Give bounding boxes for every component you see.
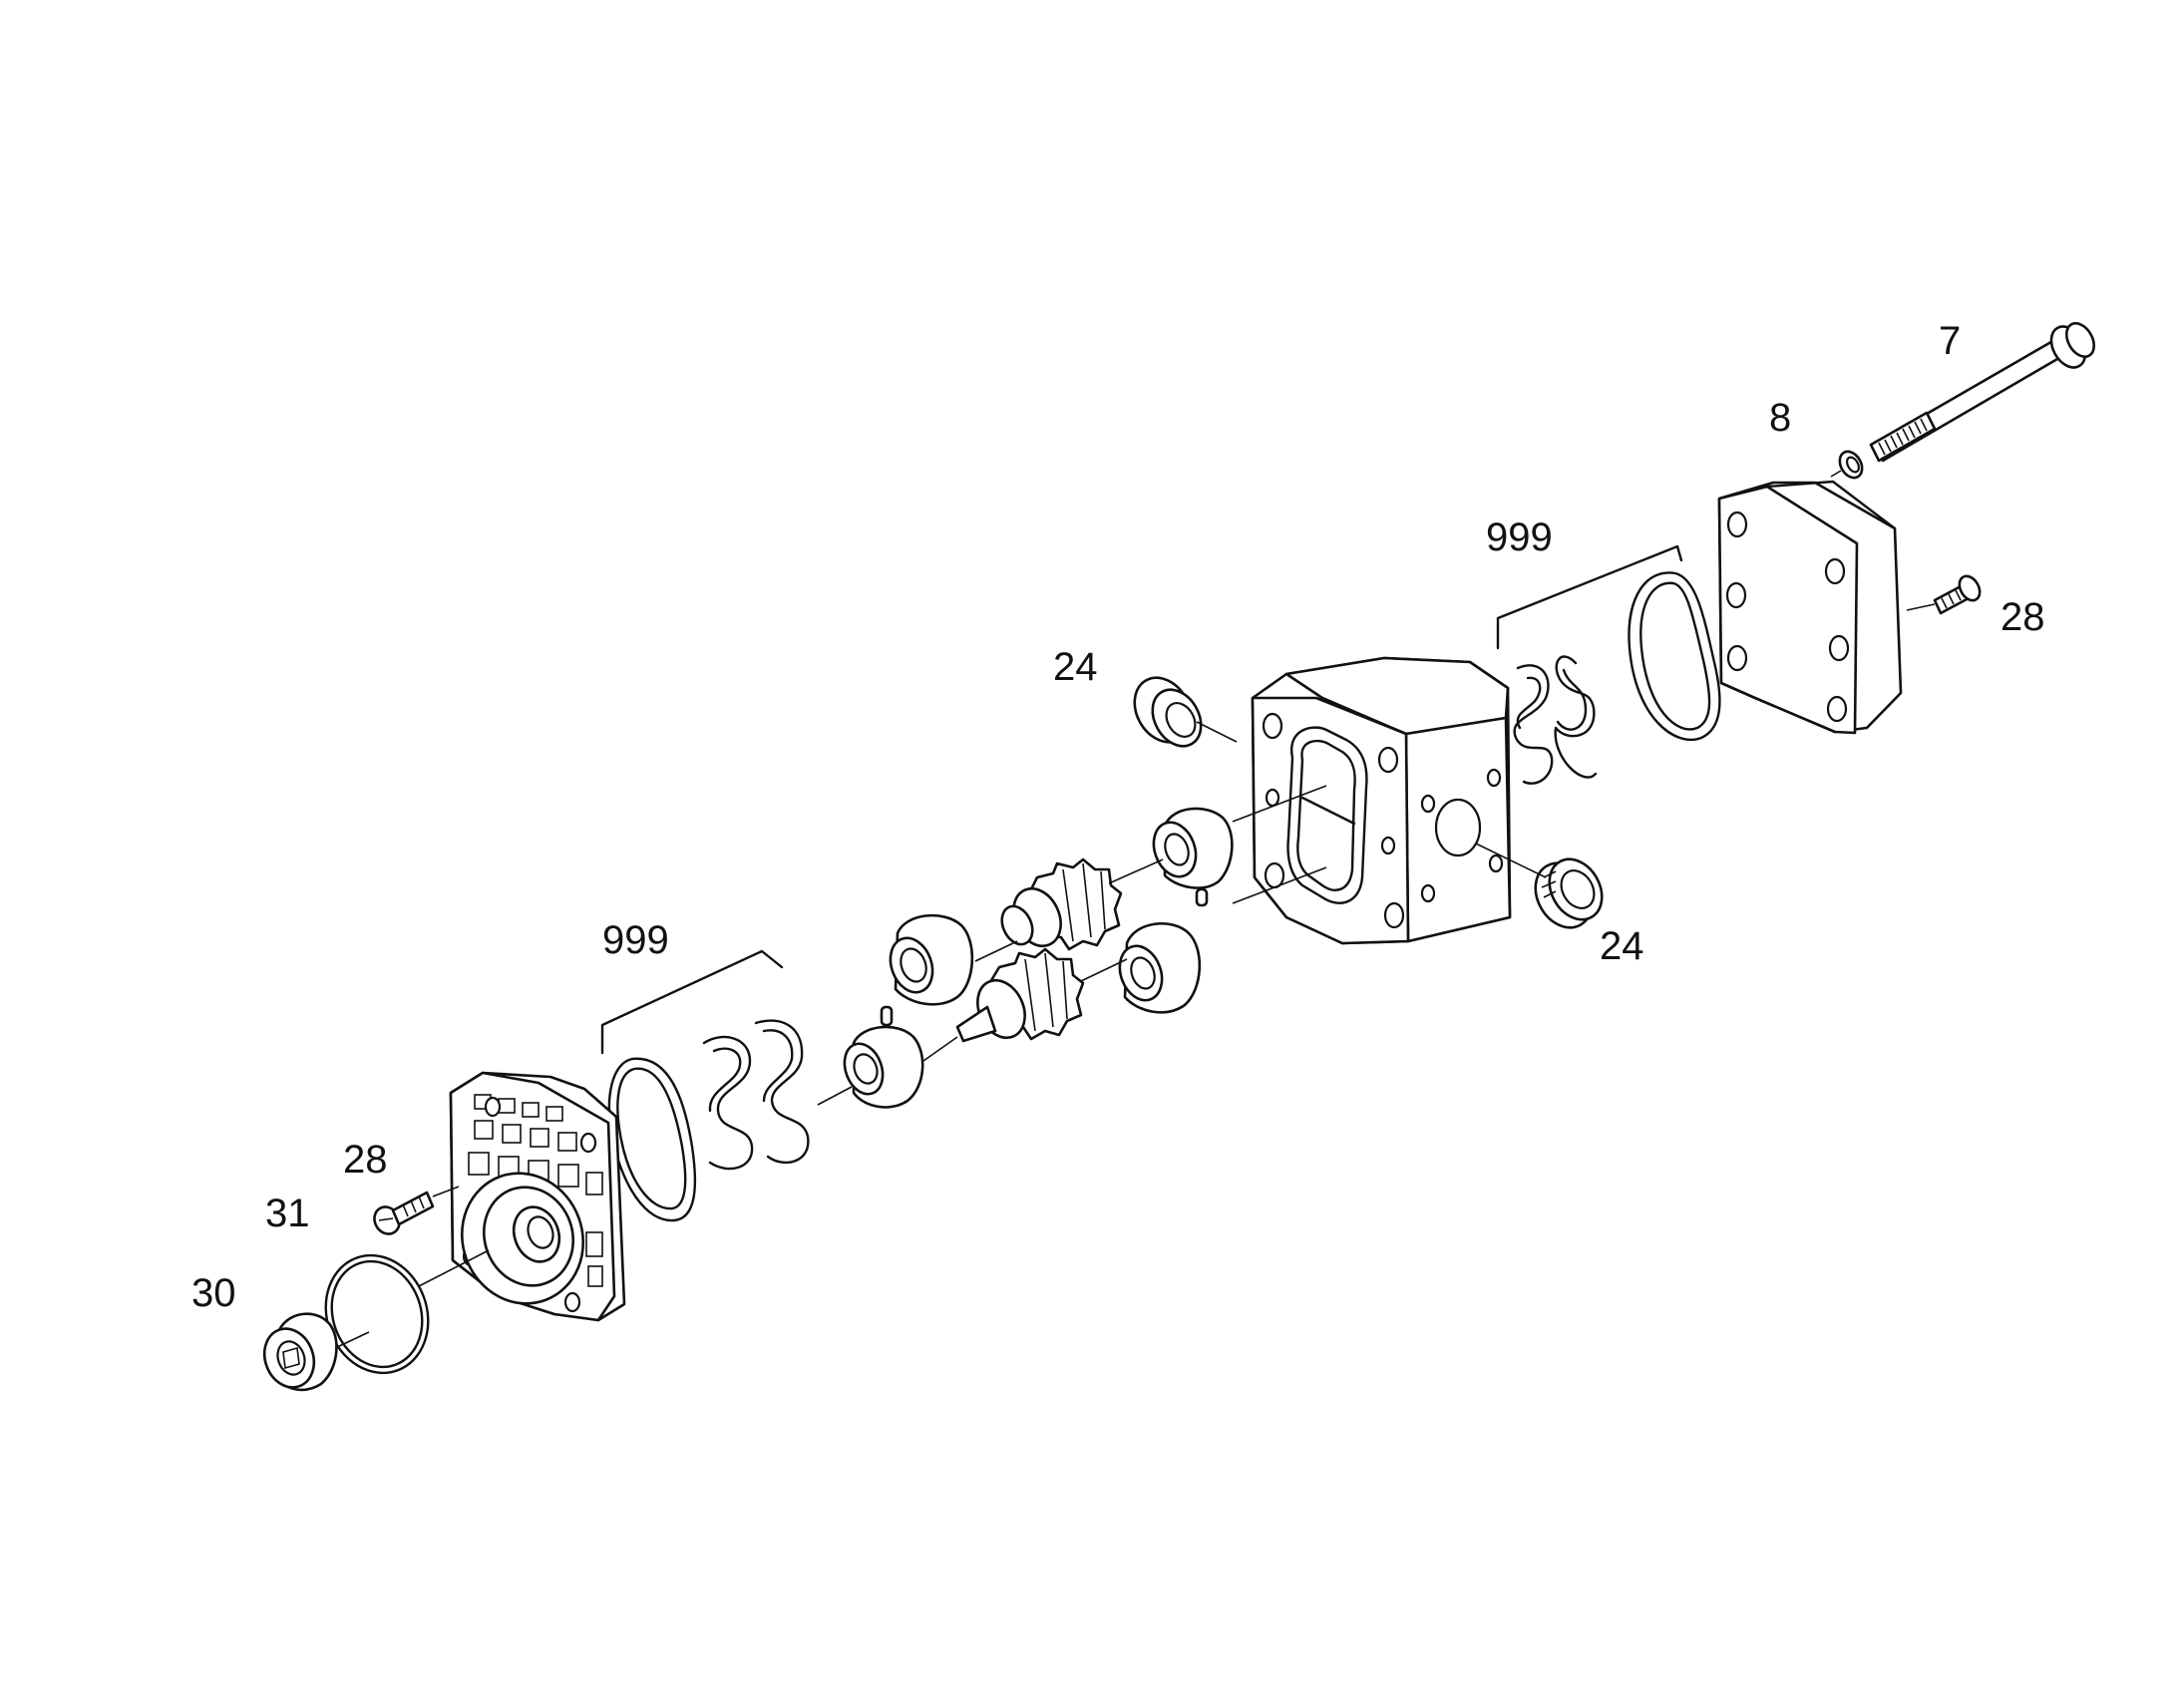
label-24-bottom: 24 <box>1600 924 1644 968</box>
seal-kit-left <box>607 1019 810 1222</box>
pump-housing <box>1251 656 1512 945</box>
rear-cover <box>1717 480 1903 735</box>
bearing-lower-left <box>843 1005 924 1109</box>
seal-kit-right <box>1513 571 1721 785</box>
through-bolt <box>1869 321 2096 463</box>
bearing-upper-left <box>889 913 974 1006</box>
screw-right <box>1933 574 1982 615</box>
shaft-seal <box>262 1312 338 1392</box>
bushing-bottom <box>1534 857 1604 929</box>
label-24-top: 24 <box>1053 645 1098 689</box>
bracket-left <box>600 949 784 1055</box>
label-30: 30 <box>191 1271 236 1315</box>
bushing-top <box>1133 676 1203 748</box>
bearing-lower-right <box>1118 921 1202 1014</box>
washer <box>1838 450 1864 480</box>
label-8: 8 <box>1769 396 1791 440</box>
label-31: 31 <box>265 1192 310 1235</box>
gear-lower <box>955 947 1085 1043</box>
front-flange <box>449 1071 626 1322</box>
label-999-left: 999 <box>602 918 669 962</box>
dowel-pin <box>1195 887 1209 907</box>
label-7: 7 <box>1939 319 1961 363</box>
label-28-right: 28 <box>2000 595 2045 639</box>
bracket-right <box>1496 544 1683 650</box>
screw-left <box>373 1191 435 1235</box>
bearing-upper-right <box>1152 807 1234 889</box>
label-28-left: 28 <box>343 1138 388 1182</box>
gear-upper <box>1000 857 1123 951</box>
label-999-right: 999 <box>1486 515 1553 559</box>
